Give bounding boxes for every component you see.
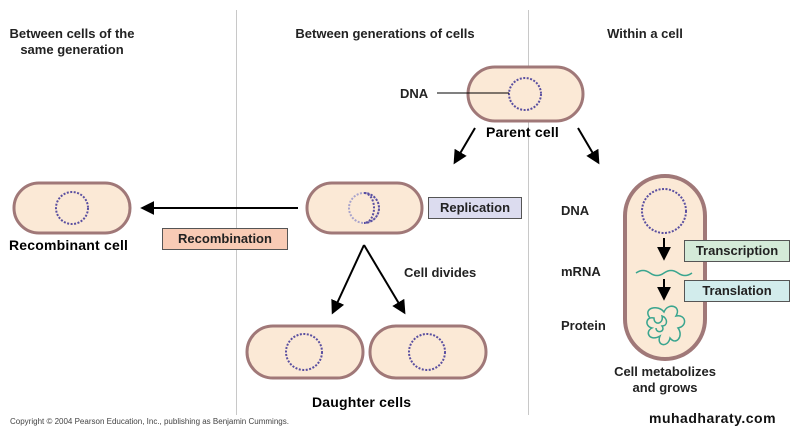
daughter-cells-caption: Daughter cells [312,394,412,410]
replicating-cell [305,181,424,235]
parent-cell [466,65,585,123]
copyright-text: Copyright © 2004 Pearson Education, Inc.… [10,417,289,426]
dna-circle-icon [508,77,542,111]
cell-divides-label: Cell divides [404,265,477,280]
arrow-to-replication [453,127,476,165]
heading-within-cell: Within a cell [607,26,683,41]
heading-between-generations: Between generations of cells [295,26,475,41]
daughter-cell-right [368,324,488,380]
dna-label-right: DNA [561,203,590,218]
recombinant-cell-caption: Recombinant cell [9,237,129,253]
daughter-cell-left [245,324,365,380]
dna-circle-icon [641,188,687,234]
transcription-label-box: Transcription [684,240,790,262]
protein-fold-icon [646,305,686,346]
parent-cell-caption: Parent cell [486,124,560,140]
section-divider-left [236,10,237,415]
section-divider-right [528,10,529,415]
protein-label: Protein [561,318,606,333]
growing-cell [623,174,707,361]
mrna-label: mRNA [561,264,601,279]
translation-label-box: Translation [684,280,790,302]
arrow-to-within-cell [577,127,600,165]
watermark-text: muhadharaty.com [649,410,777,426]
dna-label-parent: DNA [400,86,429,101]
mrna-strand-icon [635,269,693,277]
recombinant-cell [12,181,132,235]
arrow-to-daughter-right [363,244,406,315]
arrow-to-daughter-left [331,244,365,315]
replication-label-box: Replication [428,197,522,219]
heading-same-generation: Between cells of the same generation [9,26,135,57]
recombination-label-box: Recombination [162,228,288,250]
cell-metabolizes-caption: Cell metabolizes and grows [614,364,716,395]
